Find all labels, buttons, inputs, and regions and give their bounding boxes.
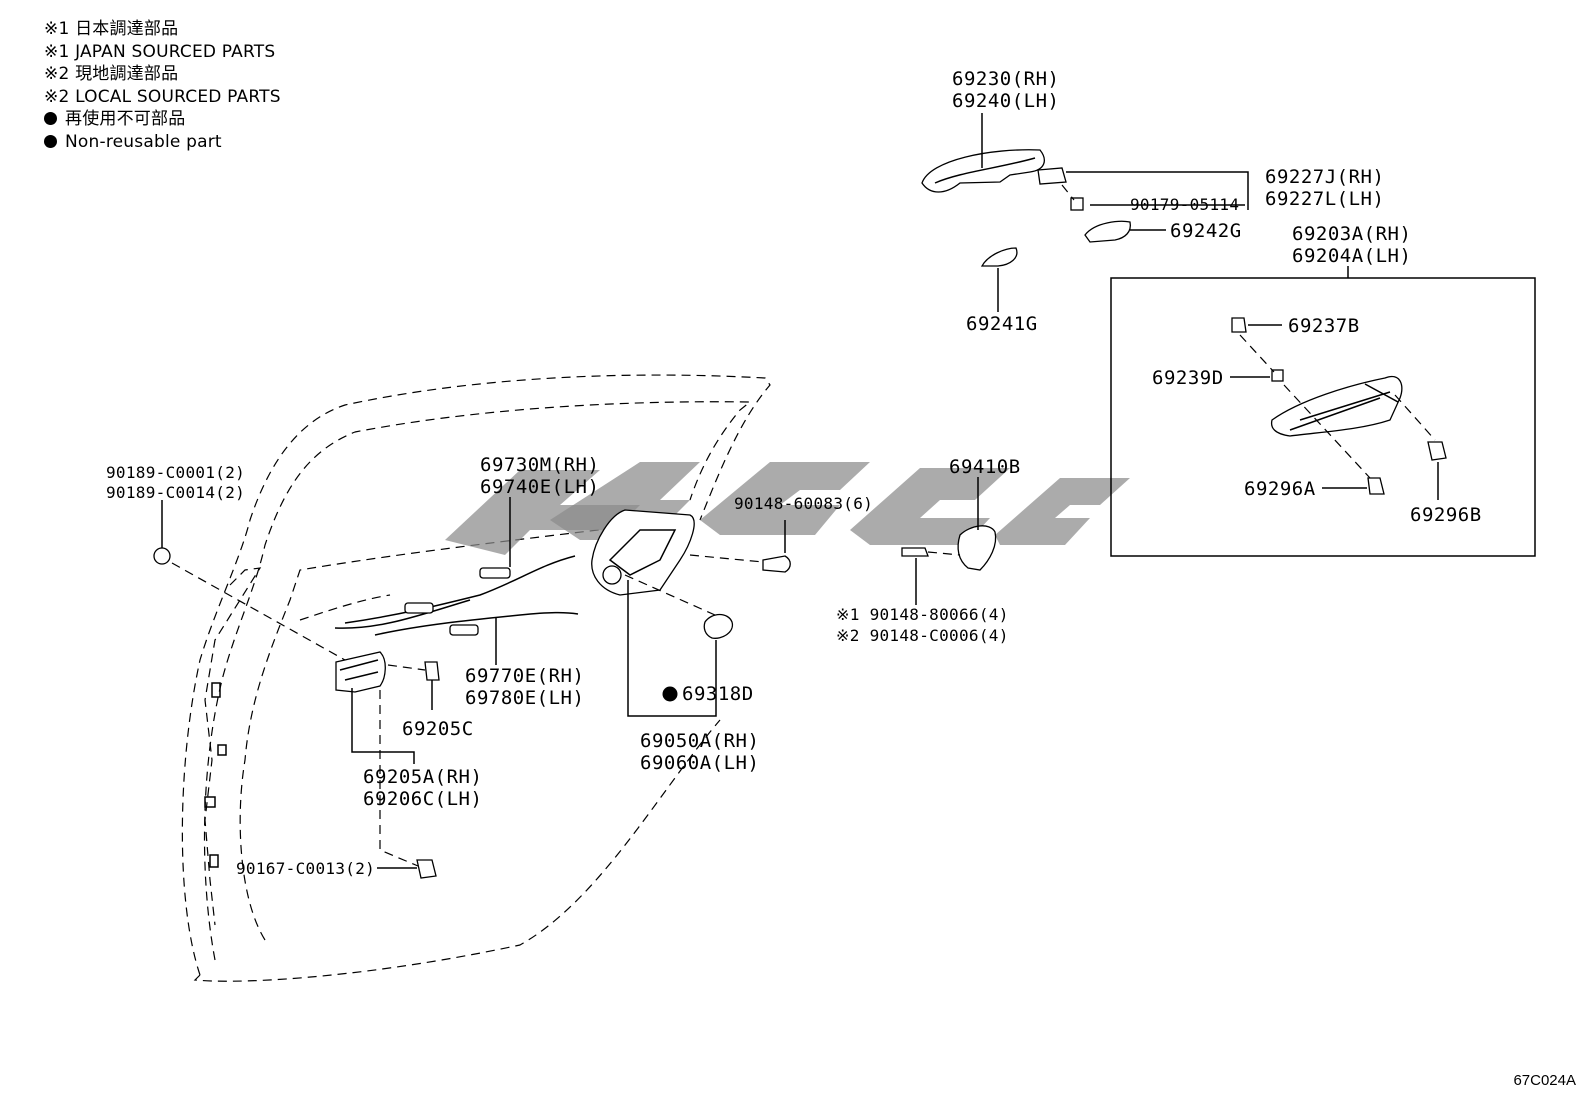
legend-nonreusable-jp-text: 再使用不可部品 xyxy=(65,109,186,129)
label-90148-c0006: ※2 90148-C0006(4) xyxy=(836,626,1009,645)
door-lock-cables xyxy=(334,555,579,636)
label-90189-c0001: 90189-C0001(2) xyxy=(106,463,245,482)
assembly-dashed-lines xyxy=(171,184,1436,867)
label-69203a: 69203A(RH) xyxy=(1292,223,1411,245)
label-69240: 69240(LH) xyxy=(952,90,1059,112)
diagram-code: 67C024A xyxy=(1513,1072,1576,1089)
label-90179: 90179-05114 xyxy=(1130,195,1239,214)
label-90189-c0014: 90189-C0014(2) xyxy=(106,483,245,502)
label-69206c: 69206C(LH) xyxy=(363,788,482,810)
legend-nonreusable-jp: 再使用不可部品 xyxy=(44,108,281,131)
label-69237b: 69237B xyxy=(1288,315,1360,337)
label-69318d: 69318D xyxy=(682,683,754,705)
label-69205a: 69205A(RH) xyxy=(363,766,482,788)
label-69296b: 69296B xyxy=(1410,504,1482,526)
label-69227j: 69227J(RH) xyxy=(1265,166,1384,188)
legend-nonreusable-en-text: Non-reusable part xyxy=(65,131,222,152)
leader-lines xyxy=(161,113,1439,869)
label-69730m: 69730M(RH) xyxy=(480,454,599,476)
label-90148-80066: ※1 90148-80066(4) xyxy=(836,605,1009,624)
part-labels: 69230(RH) 69240(LH) 69227J(RH) 69227L(LH… xyxy=(106,68,1482,878)
legend-local-en: ※2 LOCAL SOURCED PARTS xyxy=(44,86,281,107)
label-69230: 69230(RH) xyxy=(952,68,1059,90)
legend-nonreusable-en: Non-reusable part xyxy=(44,131,281,154)
label-69239d: 69239D xyxy=(1152,367,1224,389)
label-90167: 90167-C0013(2) xyxy=(236,859,375,878)
legend: ※1 日本調達部品 ※1 JAPAN SOURCED PARTS ※2 現地調達… xyxy=(44,18,281,153)
label-69780e: 69780E(LH) xyxy=(465,687,584,709)
bullet-dot-icon xyxy=(44,134,57,148)
legend-local-jp: ※2 現地調達部品 xyxy=(44,64,179,84)
label-69204a: 69204A(LH) xyxy=(1292,245,1411,267)
rear-door-outline xyxy=(181,374,771,982)
legend-japan-jp: ※1 日本調達部品 xyxy=(44,19,179,39)
non-reusable-marker xyxy=(662,686,678,702)
bullet-dot-icon xyxy=(44,112,57,125)
label-69227l: 69227L(LH) xyxy=(1265,188,1384,210)
label-69241g: 69241G xyxy=(966,313,1038,335)
label-69242g: 69242G xyxy=(1170,220,1242,242)
label-69296a: 69296A xyxy=(1244,478,1316,500)
label-69060a: 69060A(LH) xyxy=(640,752,759,774)
legend-japan-en: ※1 JAPAN SOURCED PARTS xyxy=(44,41,276,62)
label-69770e: 69770E(RH) xyxy=(465,665,584,687)
label-90148-60083: 90148-60083(6) xyxy=(734,494,873,513)
outside-handle-assembly xyxy=(921,149,1131,267)
lock-assembly xyxy=(591,509,997,639)
label-69205c: 69205C xyxy=(402,718,474,740)
label-69050a: 69050A(RH) xyxy=(640,730,759,752)
door-latch-and-screws xyxy=(153,547,440,879)
label-69410b: 69410B xyxy=(949,456,1021,478)
inside-handle-box xyxy=(1110,277,1536,557)
label-69740e: 69740E(LH) xyxy=(480,476,599,498)
